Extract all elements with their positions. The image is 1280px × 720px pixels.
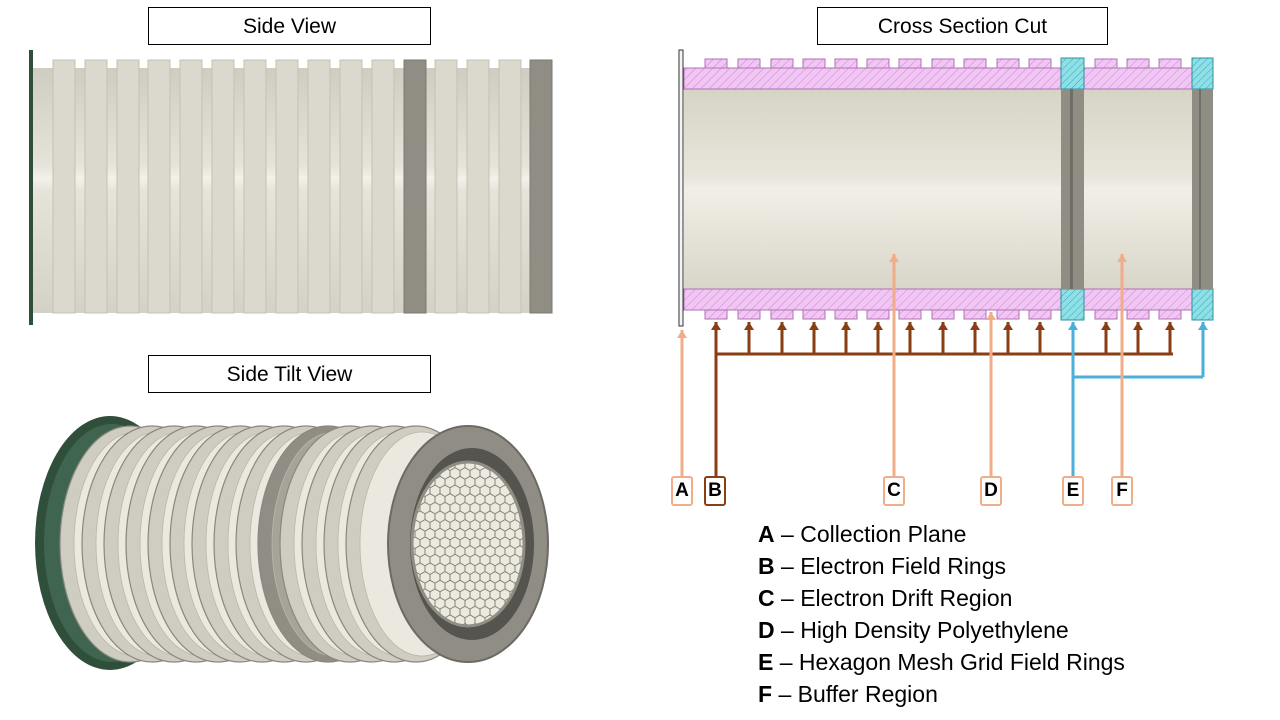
legend-item-e: E – Hexagon Mesh Grid Field Rings — [758, 649, 1125, 675]
cross-section-drawing — [677, 49, 1214, 476]
pointer-e-ring2-head — [1198, 322, 1208, 330]
hexagon-mesh — [412, 462, 524, 626]
field-ring-tooth-bottom — [1028, 309, 1052, 320]
field-ring-tooth-top — [996, 58, 1020, 69]
field-ring-tooth-top — [737, 58, 761, 69]
side-field-ring — [116, 59, 140, 314]
field-ring-tooth-bottom — [931, 309, 955, 320]
field-ring-tooth-top — [1158, 58, 1182, 69]
mesh-grid-2 — [1192, 89, 1213, 289]
marker-e: E — [1062, 476, 1084, 506]
field-ring-tooth-top — [802, 58, 826, 69]
pointer-b-branch-head — [777, 322, 787, 330]
field-ring-tooth-top — [770, 58, 794, 69]
pointer-arrows — [677, 254, 1208, 476]
mesh-ring-bottom-1 — [1060, 288, 1085, 321]
field-ring-tooth-top — [704, 58, 728, 69]
drift-volume — [684, 89, 1212, 289]
field-ring-tooth-bottom — [704, 309, 728, 320]
pointer-b-branch-head — [938, 322, 948, 330]
side-field-ring — [307, 59, 331, 314]
side-field-ring — [179, 59, 203, 314]
marker-c: C — [883, 476, 905, 506]
marker-b: B — [704, 476, 726, 506]
side-field-ring — [371, 59, 395, 314]
pointer-e-ring1-head — [1068, 322, 1078, 330]
field-ring-tooth-top — [1028, 58, 1052, 69]
side-field-ring — [147, 59, 171, 314]
field-ring-tooth-bottom — [898, 309, 922, 320]
side-field-ring — [498, 59, 522, 314]
field-ring-tooth-bottom — [1126, 309, 1150, 320]
pointer-b-branch-head — [711, 322, 721, 330]
field-ring-tooth-top — [931, 58, 955, 69]
pointer-b-branch-head — [970, 322, 980, 330]
pointer-b-branch-head — [1035, 322, 1045, 330]
field-ring-tooth-top — [1094, 58, 1118, 69]
field-ring-tooth-bottom — [1158, 309, 1182, 320]
field-ring-tooth-top — [866, 58, 890, 69]
side-mesh-ring — [529, 59, 553, 314]
field-ring-tooth-bottom — [770, 309, 794, 320]
field-ring-tooth-bottom — [1094, 309, 1118, 320]
pointer-b-branch-head — [873, 322, 883, 330]
field-ring-tooth-bottom — [963, 309, 987, 320]
pointer-b-branch-head — [1101, 322, 1111, 330]
collection-plane — [678, 49, 684, 327]
side-field-ring — [275, 59, 299, 314]
legend-item-a: A – Collection Plane — [758, 521, 967, 547]
field-ring-tooth-bottom — [996, 309, 1020, 320]
marker-a: A — [671, 476, 693, 506]
pointer-b-branch-head — [809, 322, 819, 330]
legend-item-c: C – Electron Drift Region — [758, 585, 1013, 611]
pointer-b-branch-head — [1133, 322, 1143, 330]
side-field-ring — [339, 59, 363, 314]
side-field-ring — [434, 59, 458, 314]
pointer-b-branch-head — [905, 322, 915, 330]
hdpe-wall-bottom — [683, 288, 1062, 311]
field-ring-tooth-top — [1126, 58, 1150, 69]
side-tilt-view-title: Side Tilt View — [148, 355, 431, 393]
field-ring-teeth — [704, 58, 1182, 320]
side-view-drawing — [29, 50, 553, 325]
field-ring-tooth-bottom — [834, 309, 858, 320]
pointer-b-branch-head — [744, 322, 754, 330]
field-ring-tooth-top — [898, 58, 922, 69]
side-tilt-drawing — [35, 416, 549, 670]
pointer-d-head — [986, 312, 996, 320]
side-mesh-ring — [403, 59, 427, 314]
marker-f: F — [1111, 476, 1133, 506]
pointer-f-head — [1117, 254, 1127, 262]
side-view-rings — [52, 59, 553, 314]
pointer-b-branch-head — [1165, 322, 1175, 330]
side-view-end-plate — [29, 50, 33, 325]
side-field-ring — [466, 59, 490, 314]
legend: A – Collection Plane B – Electron Field … — [758, 518, 1258, 710]
field-ring-tooth-top — [834, 58, 858, 69]
field-ring-tooth-bottom — [866, 309, 890, 320]
pointer-a-head — [677, 330, 687, 338]
field-ring-tooth-top — [963, 58, 987, 69]
hdpe-wall-top — [683, 67, 1062, 90]
marker-d: D — [980, 476, 1002, 506]
side-field-ring — [84, 59, 108, 314]
pointer-b-branch-head — [841, 322, 851, 330]
mesh-ring-bottom-2 — [1191, 288, 1214, 321]
field-ring-tooth-bottom — [802, 309, 826, 320]
side-field-ring — [211, 59, 235, 314]
mesh-ring-top-1 — [1060, 57, 1085, 90]
mesh-ring-top-2 — [1191, 57, 1214, 90]
side-field-ring — [243, 59, 267, 314]
legend-item-f: F – Buffer Region — [758, 681, 938, 707]
legend-item-b: B – Electron Field Rings — [758, 553, 1007, 579]
pointer-b-branch-head — [1003, 322, 1013, 330]
cross-section-title: Cross Section Cut — [817, 7, 1108, 45]
side-field-ring — [52, 59, 76, 314]
legend-item-d: D – High Density Polyethylene — [758, 617, 1069, 643]
pointer-c-head — [889, 254, 899, 262]
side-view-title: Side View — [148, 7, 431, 45]
field-ring-tooth-bottom — [737, 309, 761, 320]
